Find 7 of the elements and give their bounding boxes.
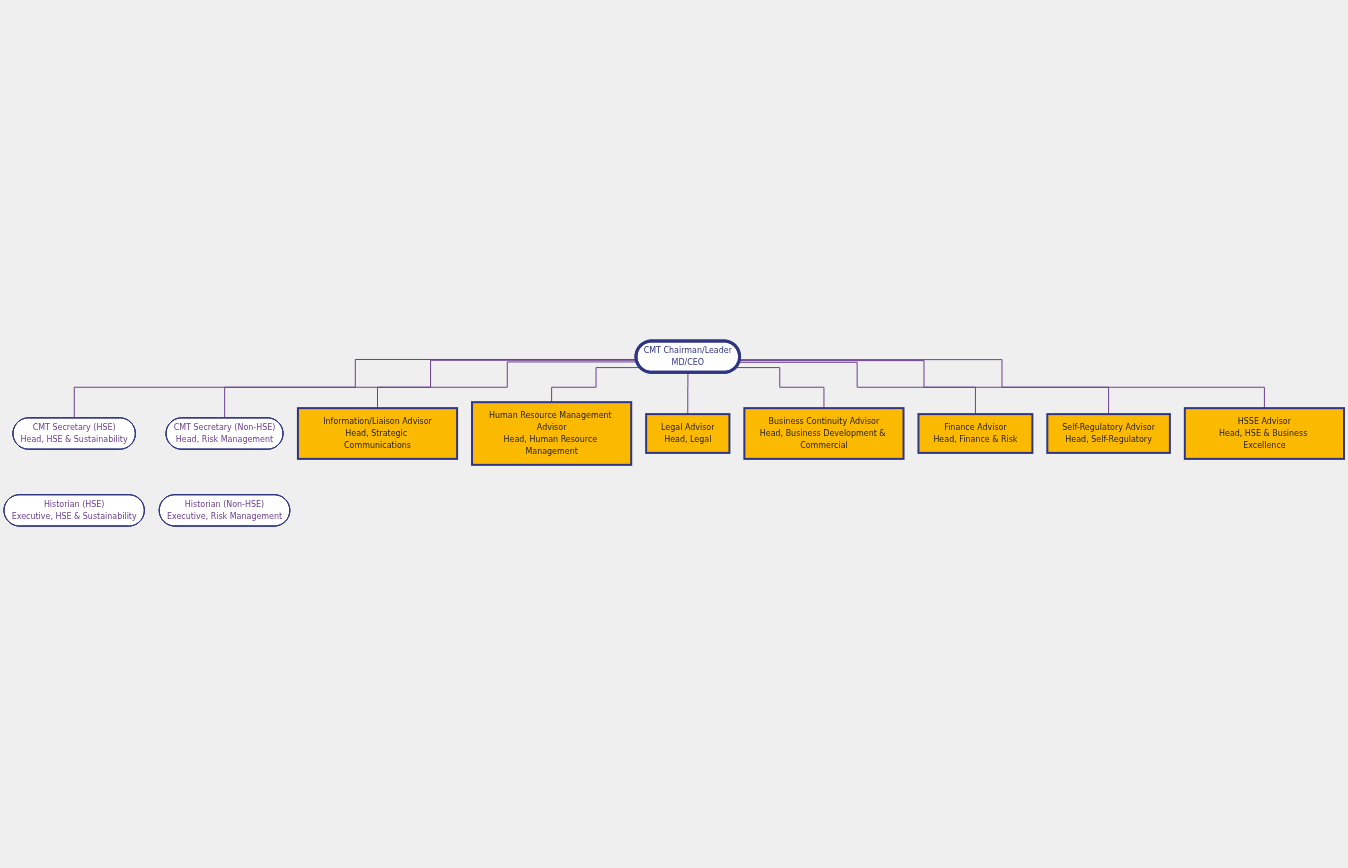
- connector: [551, 367, 641, 404]
- connector: [739, 359, 1265, 410]
- connector: [738, 360, 1110, 416]
- connector: [73, 359, 637, 420]
- connector: [687, 372, 689, 416]
- connector: [738, 362, 976, 416]
- connector: [735, 367, 825, 410]
